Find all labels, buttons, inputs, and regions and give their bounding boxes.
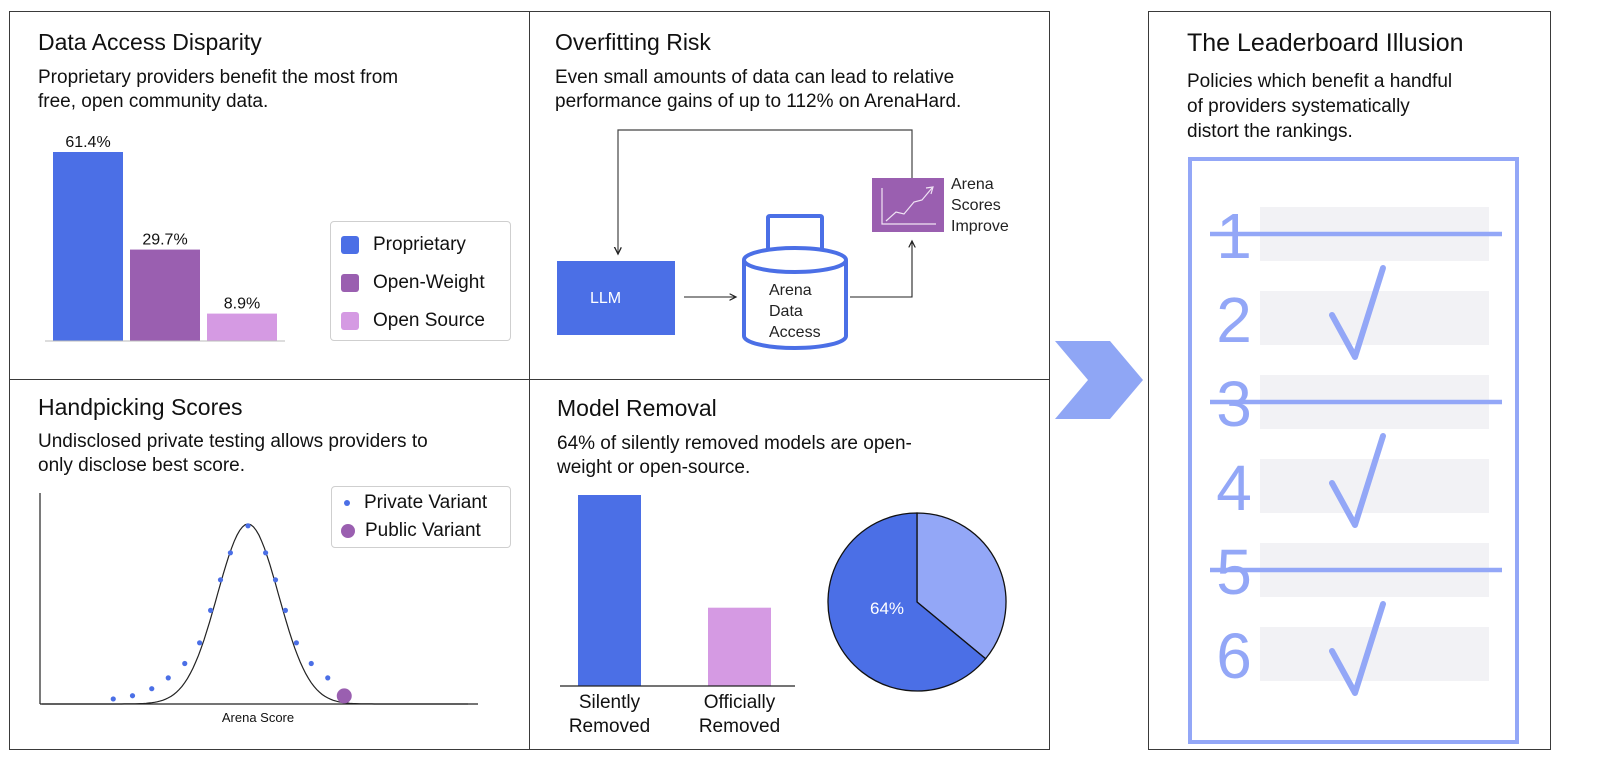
x-axis-label: Arena Score <box>222 710 294 725</box>
rank-number-4: 4 <box>1216 452 1252 524</box>
legend-item-proprietary: Proprietary <box>341 234 466 256</box>
overfitting-diagram: LLM Arena Data Access Arena Scores Impro… <box>557 129 1009 350</box>
private-dot <box>344 500 350 506</box>
panel-divider-horizontal <box>9 379 1050 381</box>
private-variant-point <box>208 607 214 613</box>
private-variant-point <box>272 577 279 583</box>
trending-chart-icon <box>872 178 944 232</box>
public-dot <box>341 524 355 538</box>
chevron-right-icon <box>1055 341 1143 419</box>
legend-label-public: Public Variant <box>365 520 481 541</box>
open-source-swatch <box>341 312 359 330</box>
legend-label-private: Private Variant <box>364 492 488 513</box>
pie-slice <box>827 512 987 692</box>
feedback-loop-line <box>618 129 913 254</box>
model-removal-desc-2: weight or open-source. <box>557 457 751 478</box>
data-label-access: Access <box>769 324 821 341</box>
leaderboard-title: The Leaderboard Illusion <box>1187 29 1464 57</box>
bar-open-source <box>207 313 277 341</box>
rank-number-6: 6 <box>1216 620 1252 692</box>
legend-label-proprietary: Proprietary <box>373 234 466 255</box>
proprietary-swatch <box>341 236 359 254</box>
bar-officially-removed <box>708 607 771 686</box>
scores-label-arena: Arena <box>951 176 994 193</box>
handpicking-desc-2: only disclose best score. <box>38 455 245 476</box>
private-variant-point <box>325 675 331 681</box>
score-distribution-chart: Arena Score <box>39 493 478 725</box>
leaderboard-desc-1: Policies which benefit a handful <box>1187 71 1453 92</box>
leaderboard-frame <box>1148 11 1551 750</box>
private-variant-point <box>149 686 155 692</box>
overfitting-title: Overfitting Risk <box>555 29 711 55</box>
legend-item-open-weight: Open-Weight <box>341 272 485 294</box>
bar-category-label: Silently <box>579 692 641 713</box>
private-variant-point <box>217 577 224 583</box>
leaderboard-desc-2: of providers systematically <box>1187 96 1410 117</box>
private-variant-point <box>308 660 314 667</box>
rank-number-2: 2 <box>1216 284 1252 356</box>
data-to-scores-arrow <box>850 241 912 298</box>
open-weight-swatch <box>341 274 359 292</box>
bar-silently-removed <box>578 495 641 686</box>
bar-category-label: Removed <box>569 716 650 737</box>
check-icon <box>1329 601 1386 696</box>
public-variant-point <box>336 688 352 704</box>
check-icon <box>1329 433 1386 528</box>
overfitting-desc-2: performance gains of up to 112% on Arena… <box>555 91 962 112</box>
check-icon <box>1329 265 1386 360</box>
model-removal-desc-1: 64% of silently removed models are open- <box>557 433 912 454</box>
model-removal-title: Model Removal <box>557 395 717 421</box>
removal-pie-chart: 64% <box>827 512 1007 692</box>
legend-item-open-source: Open Source <box>341 310 485 332</box>
llm-label: LLM <box>590 290 621 307</box>
bar-category-label: Officially <box>704 692 776 713</box>
overfitting-desc-1: Even small amounts of data can lead to r… <box>555 67 955 88</box>
legend-label-open-weight: Open-Weight <box>373 272 485 293</box>
legend-label-open-source: Open Source <box>373 310 485 331</box>
pie-slice <box>916 512 1007 660</box>
private-variant-point <box>197 640 203 646</box>
private-variant-point <box>293 640 299 646</box>
private-variant-point <box>227 550 233 556</box>
handpicking-title: Handpicking Scores <box>38 394 243 420</box>
database-icon <box>742 214 848 350</box>
pie-label-64: 64% <box>870 599 904 618</box>
private-variant-point <box>182 660 188 667</box>
data-access-desc-2: free, open community data. <box>38 91 269 112</box>
bar-category-label: Removed <box>699 716 780 737</box>
private-variant-point <box>110 696 116 702</box>
handpicking-legend: Private Variant Public Variant <box>331 486 511 548</box>
private-variant-point <box>263 550 269 556</box>
data-access-title: Data Access Disparity <box>38 29 262 55</box>
data-label-arena: Arena <box>769 282 812 299</box>
private-variant-point <box>129 693 136 699</box>
bar-open-weight <box>130 249 200 341</box>
private-variant-point <box>165 675 171 681</box>
scores-label-scores: Scores <box>951 197 1001 214</box>
bar-proprietary <box>53 152 123 341</box>
handpicking-desc-1: Undisclosed private testing allows provi… <box>38 431 428 452</box>
legend-item-private: Private Variant <box>344 492 487 514</box>
scores-label-improve: Improve <box>951 218 1009 235</box>
distribution-curve <box>41 523 468 705</box>
private-variant-point <box>245 523 251 529</box>
data-label-data: Data <box>769 303 803 320</box>
panel-divider-vertical <box>529 11 531 750</box>
data-access-bar-chart: 61.4% 29.7% 8.9% <box>45 134 285 342</box>
llm-box <box>557 261 675 335</box>
data-access-legend: Proprietary Open-Weight Open Source <box>330 221 511 341</box>
leaderboard-desc-3: distort the rankings. <box>1187 121 1353 142</box>
bar-value-label: 8.9% <box>224 296 260 313</box>
bar-value-label: 29.7% <box>142 232 187 249</box>
bar-value-label: 61.4% <box>65 134 110 151</box>
legend-item-public: Public Variant <box>341 520 481 542</box>
data-access-desc-1: Proprietary providers benefit the most f… <box>38 67 399 88</box>
private-variant-point <box>282 607 288 613</box>
